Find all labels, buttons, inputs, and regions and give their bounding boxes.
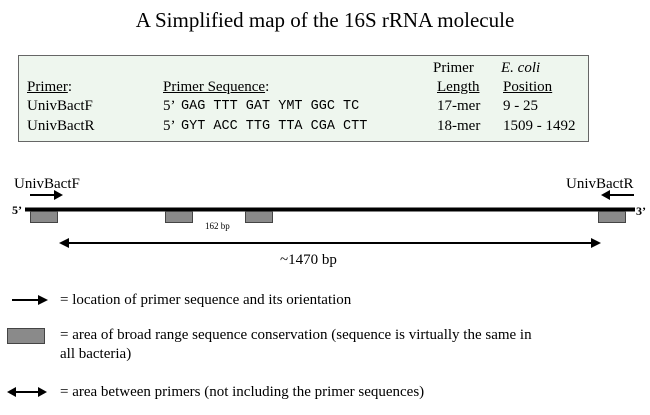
primer-header-label: Primer xyxy=(27,79,68,95)
segment-label: 162 bp xyxy=(205,221,230,231)
legend-double-arrow-text: = area between primers (not including th… xyxy=(60,384,425,400)
row-prime: 5’ xyxy=(163,98,176,114)
legend-arrow-icon xyxy=(12,295,48,305)
sequence-header-label: Primer Sequence xyxy=(163,79,266,95)
primer-header: Primer: xyxy=(27,79,72,96)
conserved-region xyxy=(30,211,58,223)
legend-arrow-text: = location of primer sequence and its or… xyxy=(60,292,352,308)
reverse-arrow-icon xyxy=(601,190,634,200)
sequence-header-colon: : xyxy=(265,79,270,95)
reverse-primer-label: UnivBactR xyxy=(566,176,634,192)
three-prime-label: 3’ xyxy=(636,204,646,218)
span-label: ~1470 bp xyxy=(280,252,337,268)
span-double-arrow-icon xyxy=(59,238,601,248)
five-prime-label: 5’ xyxy=(12,203,22,217)
conserved-region xyxy=(245,211,273,223)
position-header-top: E. coli xyxy=(501,60,541,76)
row-position: 9 - 25 xyxy=(503,98,538,114)
row-length: 18-mer xyxy=(437,118,481,134)
primer-header-colon: : xyxy=(67,79,72,95)
row-length: 17-mer xyxy=(437,98,481,114)
row-primer-name: UnivBactR xyxy=(27,118,95,134)
conserved-region xyxy=(598,211,626,223)
sequence-header: Primer Sequence: xyxy=(163,79,269,96)
legend-conserved-box-icon xyxy=(7,328,45,344)
forward-primer-label: UnivBactF xyxy=(14,176,80,192)
forward-arrow-icon xyxy=(30,190,63,200)
legend-double-arrow-icon xyxy=(7,387,47,397)
length-header: Length xyxy=(437,79,480,95)
legend-box-text: = area of broad range sequence conservat… xyxy=(60,327,532,343)
legend-box-text-line2: all bacteria) xyxy=(60,346,132,362)
conserved-region xyxy=(165,211,193,223)
position-header: Position xyxy=(503,79,553,95)
length-header-top: Primer xyxy=(433,60,474,76)
page-title: A Simplified map of the 16S rRNA molecul… xyxy=(135,8,515,32)
primer-table: Primer E. coli Primer: Primer Sequence: … xyxy=(18,55,589,142)
row-primer-name: UnivBactF xyxy=(27,98,93,114)
row-prime: 5’ xyxy=(163,118,176,134)
row-position: 1509 - 1492 xyxy=(503,118,576,134)
row-sequence: GYT ACC TTG TTA CGA CTT xyxy=(181,119,368,134)
row-sequence: GAG TTT GAT YMT GGC TC xyxy=(181,99,360,114)
